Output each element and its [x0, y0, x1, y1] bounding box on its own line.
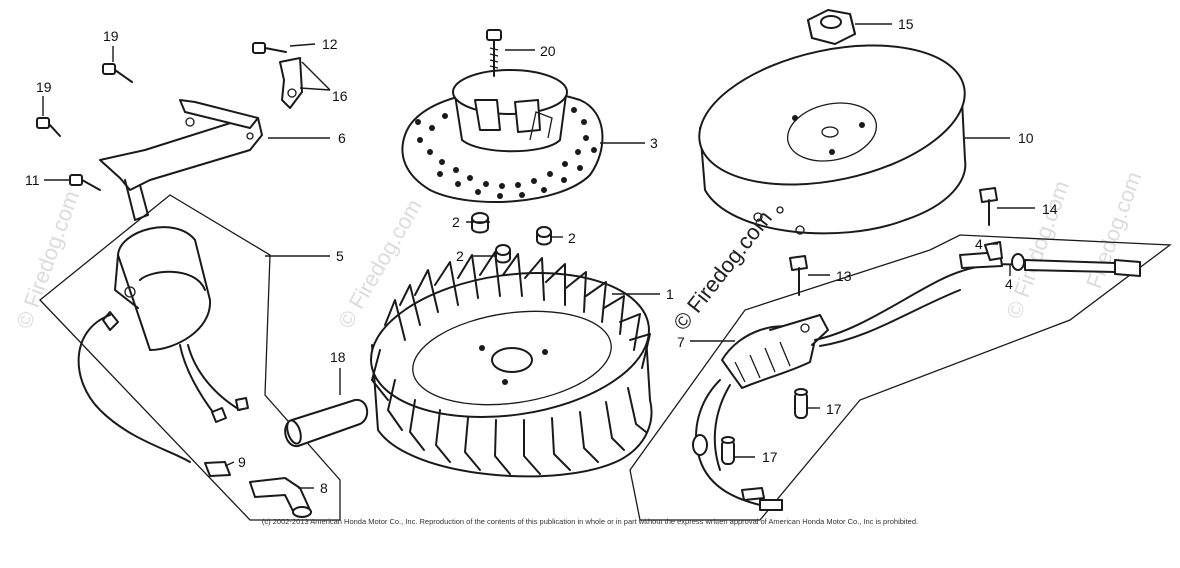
callout-4a: 4 — [1005, 276, 1013, 292]
callout-2a: 2 — [452, 214, 460, 230]
bolt-11 — [69, 174, 101, 191]
cooling-fan — [370, 251, 653, 478]
callout-6: 6 — [338, 130, 346, 146]
spacer-2b — [536, 226, 552, 246]
starter-pulley — [401, 69, 604, 203]
spark-plug-cap-8 — [249, 477, 312, 518]
bolt-13 — [789, 255, 808, 296]
wire-clip-4 — [984, 241, 1025, 271]
flywheel-nut — [807, 9, 856, 45]
callout-19a: 19 — [103, 28, 119, 44]
collar-17a — [794, 388, 808, 419]
callout-7: 7 — [677, 334, 685, 350]
collar-17b — [721, 436, 735, 465]
copyright-notice: (c) 2002-2013 American Honda Motor Co., … — [261, 517, 919, 526]
callout-15: 15 — [898, 16, 914, 32]
callout-17b: 17 — [762, 449, 778, 465]
callout-labels: 15 20 12 16 6 3 10 14 13 2 2 2 1 5 18 7 … — [25, 16, 1058, 496]
charge-coil-assembly — [692, 251, 1141, 511]
bolt-12 — [252, 42, 287, 54]
callout-2b: 2 — [568, 230, 576, 246]
charge-coil-panel-outline — [629, 234, 1172, 521]
callout-1: 1 — [666, 286, 674, 302]
callout-12: 12 — [322, 36, 338, 52]
flywheel — [698, 44, 967, 235]
ignition-coil — [77, 226, 249, 463]
callout-19b: 19 — [36, 79, 52, 95]
bracket-6 — [99, 99, 263, 221]
bolt-19a — [102, 63, 133, 83]
callout-13: 13 — [836, 268, 852, 284]
callout-18: 18 — [330, 349, 346, 365]
watermark-dark: © Firedog.com — [668, 206, 777, 335]
callout-8: 8 — [320, 480, 328, 496]
callout-11: 11 — [25, 172, 40, 188]
tube-18 — [284, 398, 369, 448]
callout-17a: 17 — [826, 401, 842, 417]
callout-5: 5 — [336, 248, 344, 264]
callout-4b: 4 — [975, 236, 983, 252]
callout-20: 20 — [540, 43, 556, 59]
spacer-2a — [471, 212, 489, 234]
callout-3: 3 — [650, 135, 658, 151]
terminal-9 — [204, 461, 231, 477]
clamp-16 — [279, 57, 303, 109]
callout-16: 16 — [332, 88, 348, 104]
bolt-20 — [486, 29, 502, 77]
callout-14: 14 — [1042, 201, 1058, 217]
callout-2c: 2 — [456, 248, 464, 264]
bolt-19b — [36, 117, 61, 137]
watermark-right: © Firedog.com — [1001, 177, 1074, 321]
leader-lines — [42, 23, 1035, 489]
bolt-14 — [979, 187, 998, 226]
callout-10: 10 — [1018, 130, 1034, 146]
watermark-left: © Firedog.com — [11, 187, 84, 331]
callout-9: 9 — [238, 454, 246, 470]
spacer-2c — [495, 244, 511, 264]
